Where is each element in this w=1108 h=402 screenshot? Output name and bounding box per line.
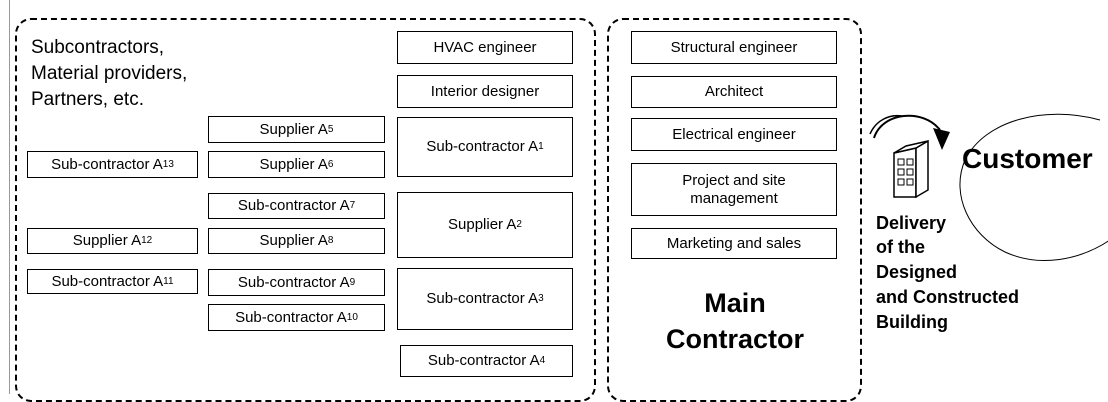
- box-label: Sub-contractor A: [426, 138, 539, 155]
- delivery-line: Building: [876, 312, 948, 332]
- heading-line: Partners, etc.: [31, 89, 144, 110]
- right-column-box: Interior designer: [397, 75, 573, 108]
- building-icon: [893, 139, 929, 199]
- box-label: Supplier A: [259, 120, 328, 138]
- delivery-line: and Constructed: [876, 287, 1020, 307]
- delivery-line: Delivery: [876, 213, 947, 233]
- delivery-line: of the: [876, 237, 925, 257]
- box-label: Sub-contractor A: [426, 290, 539, 307]
- box-label: Sub-contractor A: [235, 308, 347, 326]
- box-label: Supplier A: [259, 232, 328, 249]
- box-label: Interior designer: [430, 82, 540, 100]
- box-label: Sub-contractor A: [427, 352, 540, 369]
- box-label: Sub-contractor A: [237, 197, 350, 214]
- box-label: Architect: [704, 83, 764, 100]
- box-label: Supplier A: [259, 155, 328, 173]
- heading-line: Subcontractors,: [31, 37, 165, 58]
- box-label: Sub-contractor A: [237, 273, 350, 291]
- left-edge-line: [9, 0, 10, 394]
- box-label: HVAC engineer: [433, 38, 537, 56]
- box-label: Supplier A: [448, 216, 517, 233]
- box-label: Electrical engineer: [672, 125, 796, 143]
- title-line: Main: [704, 288, 766, 318]
- box-label: Marketing and sales: [666, 234, 802, 252]
- customer-ellipse: [959, 113, 1108, 262]
- box-label: Supplier A: [72, 232, 142, 249]
- box-label: Sub-contractor A: [51, 272, 164, 290]
- main-role-box: Marketing and sales: [631, 228, 837, 259]
- box-label: Sub-contractor A: [51, 155, 163, 173]
- right-column-box: HVAC engineer: [397, 31, 573, 64]
- delivery-line: Designed: [876, 262, 958, 282]
- main-role-box: Architect: [631, 76, 837, 108]
- heading-line: Material providers,: [31, 63, 188, 84]
- main-role-box: Structural engineer: [631, 31, 837, 64]
- main-role-box: Electrical engineer: [631, 118, 837, 151]
- curved-arrow-icon: [869, 114, 950, 150]
- box-label: Structural engineer: [670, 38, 798, 56]
- title-line: Contractor: [665, 324, 804, 354]
- box-label: Project and site management: [682, 171, 786, 207]
- main-role-box: Project and site management: [631, 163, 837, 216]
- customer-label: Customer: [962, 143, 1093, 174]
